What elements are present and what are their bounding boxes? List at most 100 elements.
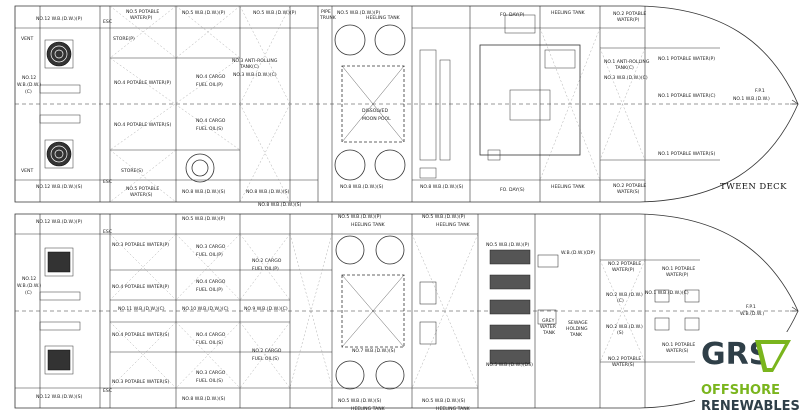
compartment-label: NO.12	[22, 276, 36, 282]
compartment-label: W.B.(D.W.)	[17, 283, 41, 289]
compartment-label: WATER(P)	[617, 17, 640, 23]
compartment-label: TANK(C)	[239, 64, 259, 70]
compartment-label: FUEL OIL(S)	[252, 356, 279, 362]
compartment-label: WATER(P)	[666, 272, 689, 278]
compartment-label: TANK	[569, 332, 583, 338]
compartment-label: HEELING TANK	[436, 222, 471, 228]
compartment-label: NO.4 POTABLE WATER(S)	[114, 122, 171, 128]
compartment-label: NO.11 W.B.(D.W.)(C)	[118, 306, 165, 312]
compartment-label: NO.5 W.B.(D.W.)(S)	[422, 398, 466, 404]
compartment-label: NO.1 ANTI-ROLLING	[604, 59, 650, 65]
compartment-label: HEELING TANK	[551, 10, 586, 16]
compartment-label: NO.5 W.B.(D.W.)(DS)	[486, 362, 533, 368]
compartment-label: NO.4 CARGO	[196, 74, 226, 80]
compartment-label: VENT	[21, 36, 33, 42]
compartment-label: WATER(S)	[130, 192, 153, 198]
compartment-label: TANK(C)	[614, 65, 634, 71]
compartment-label: NO.3 W.B.(D.W.)(C)	[604, 75, 648, 81]
compartment-label: FUEL OIL(P)	[196, 287, 223, 293]
compartment-label: WATER	[540, 324, 557, 330]
compartment-label: NO.5 W.B.(D.W.)(P)	[182, 216, 225, 222]
compartment-label: NO.7 W.B.(D.W.)(S)	[352, 348, 396, 354]
compartment-label: NO.8 W.B.(D.W.)(S)	[182, 189, 226, 195]
compartment-label: (C)	[25, 89, 32, 95]
compartment-label: NO.1 W.B.(D.W.)(C)	[645, 290, 689, 296]
compartment-label: NO.12 W.B.(D.W.)(P)	[36, 219, 82, 225]
compartment-label: NO.2 CARGO	[252, 258, 282, 264]
compartment-label: (C)	[25, 290, 32, 296]
compartment-label: NO.5 POTABLE	[126, 9, 159, 15]
compartment-label: NO.4 CARGO	[196, 279, 226, 285]
compartment-label: NO.12 W.B.(D.W.)(S)	[36, 394, 82, 400]
compartment-label: NO.3 POTABLE WATER(S)	[112, 379, 169, 385]
compartment-label: NO.2 POTABLE	[613, 183, 646, 189]
compartment-label: VENT	[21, 168, 33, 174]
compartment-label: GREY	[542, 318, 555, 324]
compartment-label: TRUNK	[319, 15, 337, 21]
compartment-label: NO.3 ANTI-ROLLING	[232, 58, 278, 64]
compartment-label: HEELING TANK	[551, 184, 586, 190]
compartment-label: HOLDING	[566, 326, 588, 332]
compartment-label: NO.1 W.B.(D.W.)	[733, 96, 770, 102]
compartment-label: (S)	[617, 330, 624, 336]
compartment-label: NO.12 W.B.(D.W.)(P)	[36, 16, 82, 22]
compartment-label: NO.5 W.B.(D.W.)(P)	[253, 10, 296, 16]
compartment-label: NO.5 W.B.(D.W.)(P)	[422, 214, 465, 220]
compartment-label: W.B.(D.W.)	[17, 82, 41, 88]
compartment-label: (C)	[617, 298, 624, 304]
compartment-label: NO.4 CARGO	[196, 118, 226, 124]
compartment-label: FO. DAY(P)	[500, 12, 525, 18]
compartment-label: NO.8 W.B.(D.W.)(S)	[182, 396, 226, 402]
logo-line1: OFFSHORE	[701, 383, 780, 398]
compartment-label: NO.9 W.B.(D.W.)(C)	[244, 306, 288, 312]
compartment-label: WATER(P)	[612, 267, 635, 273]
fan-icon	[46, 41, 72, 167]
compartment-label: W.B.(D.W.)	[740, 311, 764, 317]
compartment-label: WATER(S)	[617, 189, 640, 195]
machinery-symbols	[46, 41, 72, 371]
compartment-label: NO.8 W.B.(D.W.)(S)	[246, 189, 290, 195]
deck-title: TWEEN DECK	[720, 182, 787, 192]
compartment-label: FUEL OIL(S)	[196, 126, 223, 132]
compartment-label: NO.1 POTABLE	[662, 266, 695, 272]
compartment-label: FUEL OIL(S)	[196, 378, 223, 384]
bow-thruster-icon	[47, 251, 71, 371]
compartment-label: WATER(P)	[130, 15, 153, 21]
compartment-label: NO.1 POTABLE WATER(P)	[658, 56, 715, 62]
compartment-label: ESC	[103, 229, 112, 235]
compartment-label: ESC	[103, 179, 112, 185]
compartment-label: NO.4 POTABLE WATER(P)	[114, 80, 171, 86]
compartment-label: NO.12 W.B.(D.W.)(S)	[36, 184, 82, 190]
compartment-label: FO. DAY(S)	[500, 187, 525, 193]
compartment-label: NO.4 CARGO	[196, 332, 226, 338]
compartment-label: NO.12	[22, 75, 36, 81]
compartment-label: NO.2 W.B.(D.W.)	[606, 324, 643, 330]
compartment-label: WATER(S)	[666, 348, 689, 354]
compartment-label: HEELING TANK	[366, 15, 401, 21]
compartment-label: HEELING TANK	[436, 406, 471, 412]
grs-logo: GRS OFFSHORE RENEWABLES	[695, 332, 800, 418]
lower-deck-plan	[14, 213, 799, 409]
compartment-label: NO.5 W.B.(D.W.)(P)	[182, 10, 225, 16]
upper-deck-plan	[14, 5, 799, 203]
compartment-label: NO.2 W.B.(D.W.)	[606, 292, 643, 298]
compartment-labels: NO.12 W.B.(D.W.)(P)NO.5 POTABLEWATER(P)N…	[17, 9, 770, 412]
compartment-label: TANK	[542, 330, 556, 336]
compartment-label: NO.4 POTABLE WATER(P)	[112, 284, 169, 290]
compartment-label: NO.3 POTABLE WATER(P)	[112, 242, 169, 248]
logo-line2: RENEWABLES	[701, 399, 800, 414]
compartment-label: NO.5 W.B.(D.W.)(P)	[486, 242, 529, 248]
compartment-label: NO.2 POTABLE	[613, 11, 646, 17]
compartment-label: STORE(P)	[113, 36, 135, 42]
compartment-label: SEWAGE	[568, 320, 588, 326]
compartment-label: PIPE	[321, 9, 331, 15]
compartment-label: NO.5 W.B.(D.W.)(P)	[338, 214, 381, 220]
compartment-label: ESC	[103, 388, 112, 394]
anchor-marks	[790, 99, 799, 312]
compartment-label: STORE(S)	[121, 168, 143, 174]
compartment-label: HEELING TANK	[351, 406, 386, 412]
compartment-label: DISSOLVED	[362, 108, 388, 114]
compartment-label: FUEL OIL(S)	[196, 340, 223, 346]
compartment-label: NO.5 POTABLE	[126, 186, 159, 192]
